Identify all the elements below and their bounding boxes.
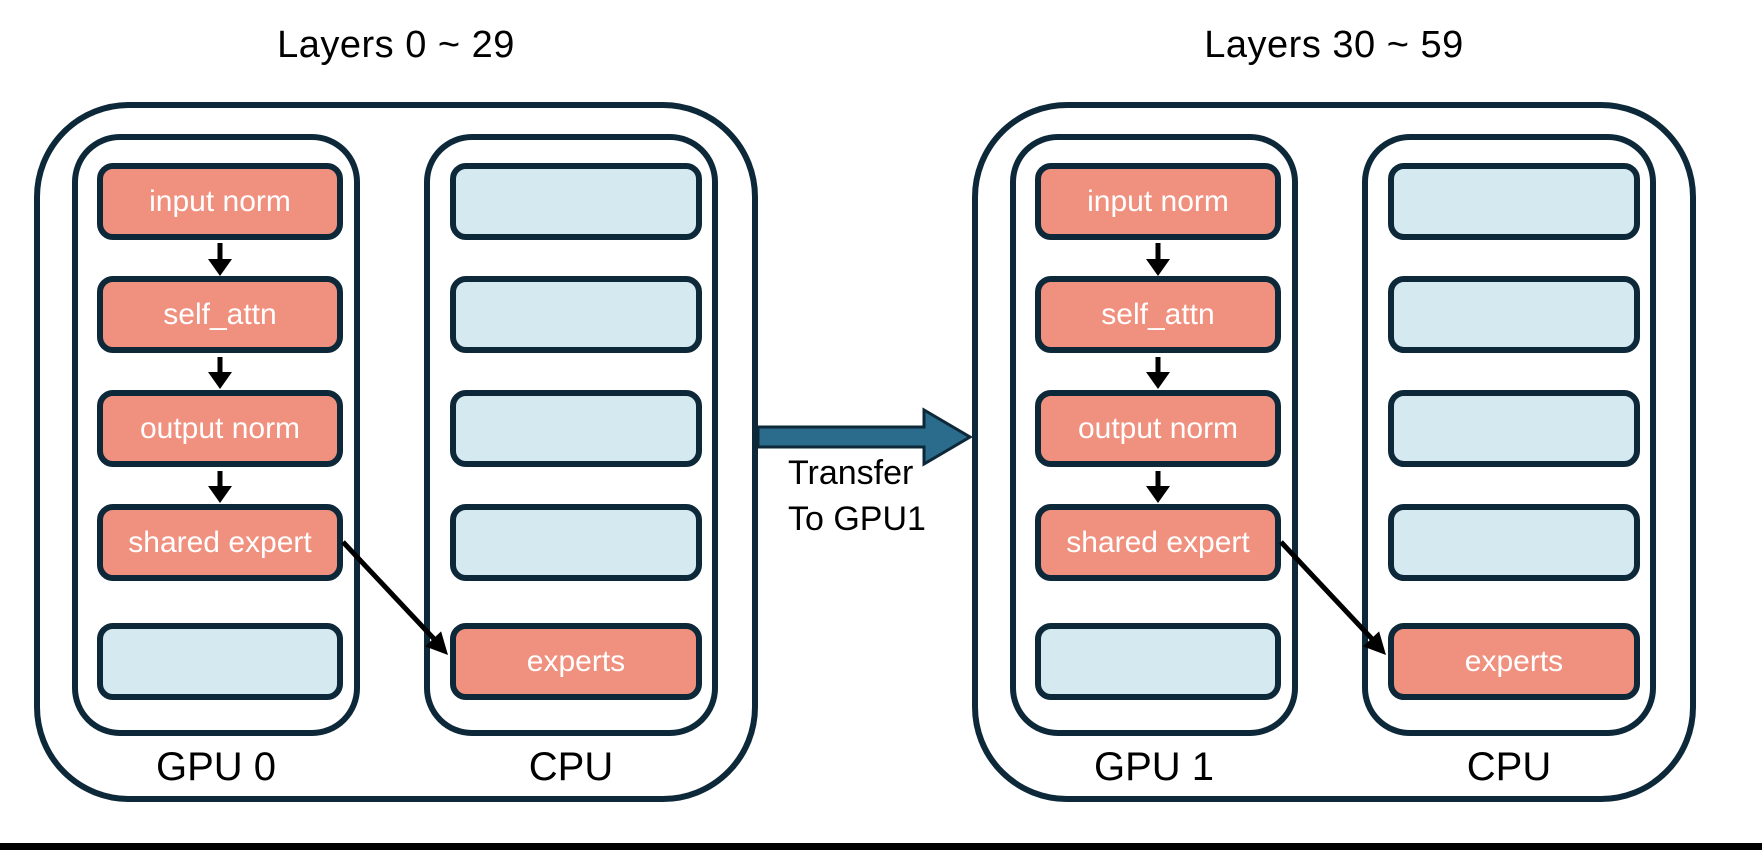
group0-cpu-empty-slot-3 [450,390,702,467]
group0-experts-box: experts [450,623,702,700]
group0-cpu-empty-slot-4 [450,504,702,581]
group1-container: input norm self_attn output norm shared … [972,102,1696,802]
transfer-label-line2: To GPU1 [788,500,926,538]
group1-gpu-label: GPU 1 [1093,745,1215,789]
group0-gpu-empty-slot [97,623,343,700]
group1-self-attn-box: self_attn [1035,276,1281,353]
group0-shared-expert-box: shared expert [97,504,343,581]
group1-cpu-empty-slot-2 [1388,276,1640,353]
transfer-label: Transfer To GPU1 [788,450,926,542]
group0-gpu-label: GPU 0 [155,745,277,789]
baseline-bar [0,843,1762,850]
group1-cpu-empty-slot-4 [1388,504,1640,581]
group0-title: Layers 0 ~ 29 [277,24,515,66]
group1-output-norm-box: output norm [1035,390,1281,467]
group1-shared-expert-box: shared expert [1035,504,1281,581]
group1-experts-box: experts [1388,623,1640,700]
group0-cpu-label: CPU [528,745,614,789]
transfer-label-line1: Transfer [788,454,914,492]
group0-container: input norm self_attn output norm shared … [34,102,758,802]
group1-gpu-empty-slot [1035,623,1281,700]
group0-output-norm-box: output norm [97,390,343,467]
group1-title: Layers 30 ~ 59 [1204,24,1464,66]
group0-cpu-empty-slot-1 [450,163,702,240]
group0-self-attn-box: self_attn [97,276,343,353]
group1-cpu-empty-slot-1 [1388,163,1640,240]
group0-cpu-empty-slot-2 [450,276,702,353]
group1-cpu-label: CPU [1466,745,1552,789]
group0-input-norm-box: input norm [97,163,343,240]
group1-input-norm-box: input norm [1035,163,1281,240]
group1-cpu-empty-slot-3 [1388,390,1640,467]
